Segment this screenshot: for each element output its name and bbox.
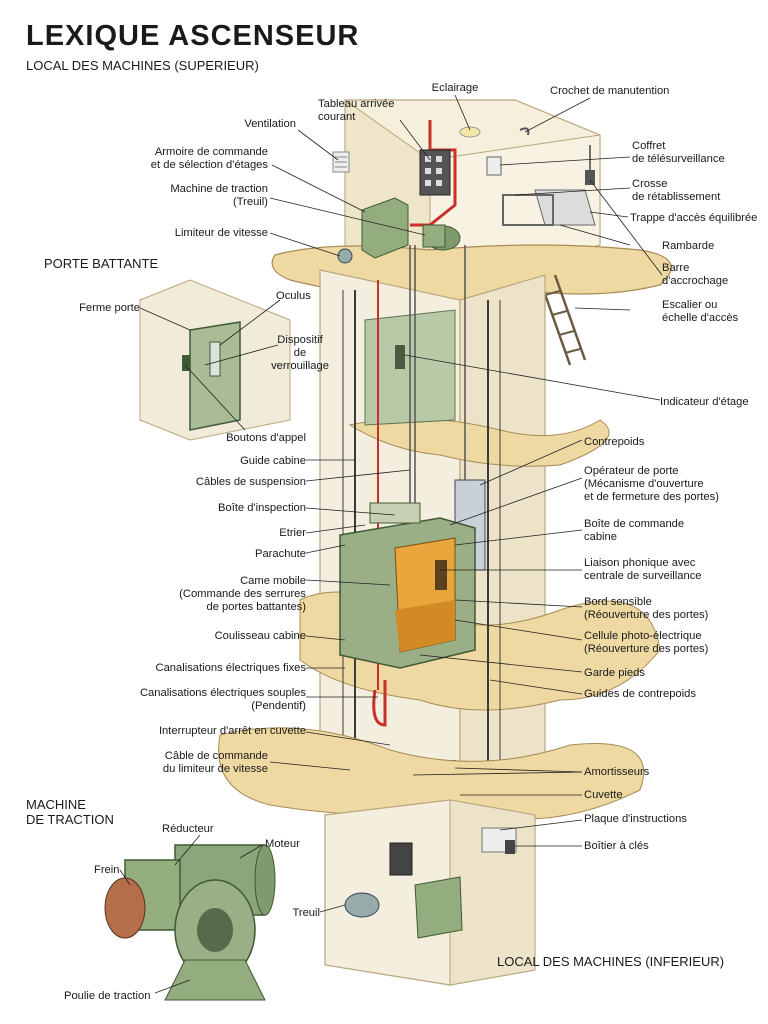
- section-traction-machine: MACHINE DE TRACTION: [26, 797, 114, 827]
- lower-machine-room: [218, 727, 645, 986]
- page-title: LEXIQUE ASCENSEUR: [26, 20, 360, 52]
- elevator-shaft: [299, 245, 661, 801]
- upper-machine-room: [271, 99, 672, 366]
- section-swing-door: PORTE BATTANTE: [44, 256, 159, 271]
- page-subtitle: LOCAL DES MACHINES (SUPERIEUR): [26, 58, 259, 73]
- swing-door-inset: [139, 279, 291, 441]
- leader-lines: [119, 94, 663, 994]
- traction-machine-inset: [104, 844, 276, 1001]
- section-lower-machine-room: LOCAL DES MACHINES (INFERIEUR): [497, 954, 725, 969]
